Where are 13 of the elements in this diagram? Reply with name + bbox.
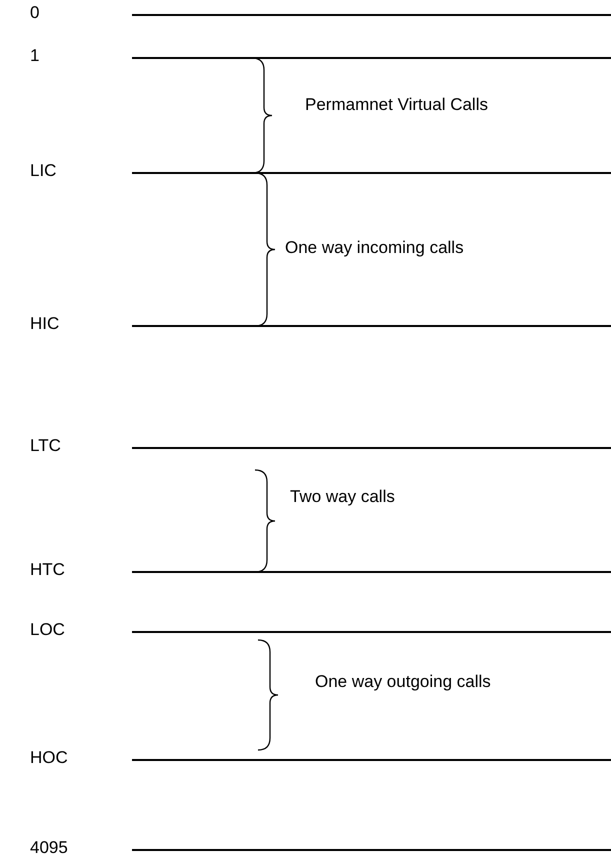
level-label: 1 (30, 46, 40, 66)
level-label: 0 (30, 3, 40, 23)
level-label: 4095 (30, 838, 68, 858)
level-label: HTC (30, 560, 65, 580)
range-label: Permamnet Virtual Calls (305, 95, 489, 115)
level-label: LOC (30, 620, 65, 640)
level-label: HOC (30, 748, 68, 768)
level-label: LTC (30, 436, 61, 456)
range-label: One way incoming calls (285, 238, 465, 258)
range-label: One way outgoing calls (315, 672, 492, 692)
range-label: Two way calls (290, 487, 396, 507)
level-label: HIC (30, 314, 60, 334)
level-label: LIC (30, 161, 56, 181)
